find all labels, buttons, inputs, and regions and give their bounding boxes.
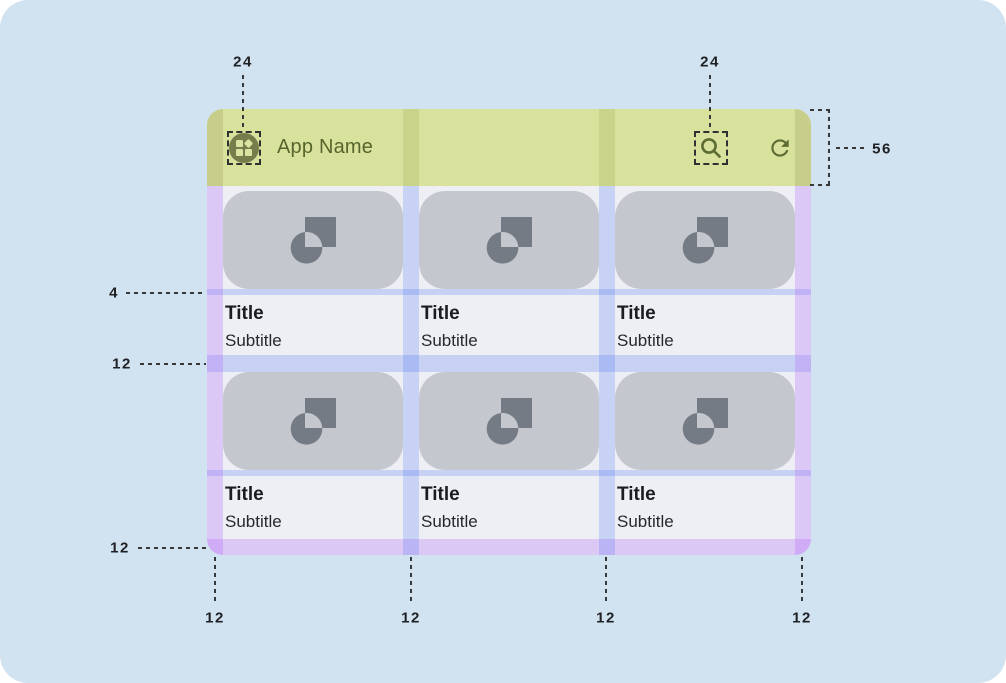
card-title: Title <box>617 303 656 324</box>
app-logo-button[interactable] <box>229 133 259 163</box>
measure-label-row-gap: 12 <box>112 355 132 373</box>
card-image-placeholder <box>223 372 403 470</box>
card-image-placeholder <box>419 372 599 470</box>
measure-box-logo <box>227 131 261 165</box>
measure-label-appbar-height: 56 <box>872 140 892 158</box>
measure-line-gutter-left <box>410 557 412 603</box>
card-subtitle: Subtitle <box>225 331 282 350</box>
app-mock-frame: App Name Title <box>207 109 811 555</box>
measure-line-bottom-margin <box>138 547 206 549</box>
card-subtitle: Subtitle <box>421 512 478 531</box>
bottom-margin-overlay <box>207 539 811 555</box>
measure-bracket-side <box>828 109 830 186</box>
card-title: Title <box>617 484 656 505</box>
measure-label-logo-touch-target: 24 <box>233 53 253 71</box>
card-image-placeholder <box>223 191 403 289</box>
image-placeholder-icon <box>290 397 336 445</box>
measure-line-row-gap <box>140 363 206 365</box>
card[interactable]: Title Subtitle <box>615 372 795 534</box>
measure-label-right-margin: 12 <box>792 609 812 627</box>
measure-label-left-margin: 12 <box>205 609 225 627</box>
measure-line-left-margin <box>214 557 216 603</box>
card-title: Title <box>225 484 264 505</box>
card-subtitle: Subtitle <box>225 512 282 531</box>
measure-label-image-title-gap: 4 <box>109 284 119 302</box>
refresh-button[interactable] <box>767 135 793 166</box>
measure-bracket-top <box>810 109 830 111</box>
card-subtitle: Subtitle <box>617 512 674 531</box>
measure-line-gutter-right <box>605 557 607 603</box>
card-subtitle: Subtitle <box>421 331 478 350</box>
measure-label-gutter-right: 12 <box>596 609 616 627</box>
measure-label-bottom-margin: 12 <box>110 539 130 557</box>
card[interactable]: Title Subtitle <box>615 191 795 353</box>
apps-grid-logo-icon <box>229 133 259 163</box>
image-placeholder-icon <box>486 216 532 264</box>
measure-line-logo <box>242 75 244 129</box>
measure-label-gutter-left: 12 <box>401 609 421 627</box>
card-image-placeholder <box>419 191 599 289</box>
search-icon <box>701 138 721 158</box>
image-placeholder-icon <box>682 397 728 445</box>
card-image-placeholder <box>615 372 795 470</box>
card[interactable]: Title Subtitle <box>223 191 403 353</box>
card-image-placeholder <box>615 191 795 289</box>
measure-line-right-margin <box>801 557 803 603</box>
image-placeholder-icon <box>290 216 336 264</box>
card-title: Title <box>225 303 264 324</box>
image-placeholder-icon <box>486 397 532 445</box>
search-button[interactable] <box>698 135 724 166</box>
card[interactable]: Title Subtitle <box>419 191 599 353</box>
refresh-icon <box>771 139 789 157</box>
card-title: Title <box>421 303 460 324</box>
spacing-band-row-gap <box>207 355 811 372</box>
card-subtitle: Subtitle <box>617 331 674 350</box>
image-placeholder-icon <box>682 216 728 264</box>
card[interactable]: Title Subtitle <box>419 372 599 534</box>
card[interactable]: Title Subtitle <box>223 372 403 534</box>
measure-line-search <box>709 75 711 129</box>
measure-label-search-touch-target: 24 <box>700 53 720 71</box>
card-title: Title <box>421 484 460 505</box>
measure-bracket-bottom <box>810 184 830 186</box>
measure-box-search <box>694 131 728 165</box>
measure-line-appbar-height <box>836 147 864 149</box>
measure-line-image-title-gap <box>126 292 206 294</box>
app-name-title: App Name <box>277 136 374 158</box>
